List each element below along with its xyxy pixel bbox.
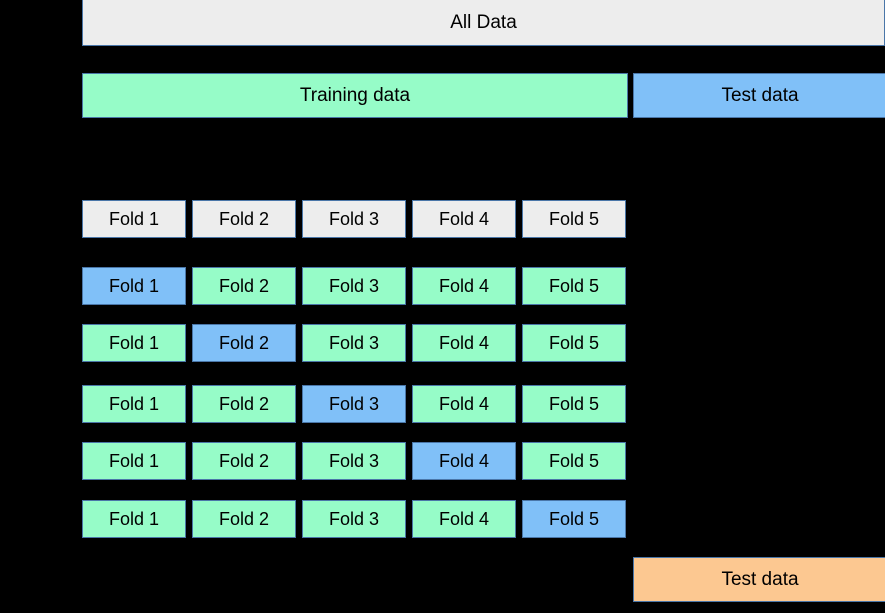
split-4-fold-5-train: Fold 5 <box>522 442 626 480</box>
split-2-fold-1-train: Fold 1 <box>82 324 186 362</box>
split-5-fold-4-train: Fold 4 <box>412 500 516 538</box>
split-3-fold-3-validation: Fold 3 <box>302 385 406 423</box>
training-data-banner: Training data <box>82 73 628 118</box>
split-4-fold-4-validation: Fold 4 <box>412 442 516 480</box>
split-2-fold-5-train: Fold 5 <box>522 324 626 362</box>
split-3-fold-4-train: Fold 4 <box>412 385 516 423</box>
split-5-fold-2-train: Fold 2 <box>192 500 296 538</box>
test-data-banner-bottom: Test data <box>633 557 885 602</box>
fold-header-cell-1: Fold 1 <box>82 200 186 238</box>
fold-header-cell-4: Fold 4 <box>412 200 516 238</box>
split-1-fold-4-train: Fold 4 <box>412 267 516 305</box>
split-4-fold-1-train: Fold 1 <box>82 442 186 480</box>
split-4-fold-2-train: Fold 2 <box>192 442 296 480</box>
split-1-fold-3-train: Fold 3 <box>302 267 406 305</box>
split-4-fold-3-train: Fold 3 <box>302 442 406 480</box>
split-5-fold-1-train: Fold 1 <box>82 500 186 538</box>
fold-header-cell-5: Fold 5 <box>522 200 626 238</box>
split-1-fold-1-validation: Fold 1 <box>82 267 186 305</box>
all-data-banner: All Data <box>82 0 885 46</box>
split-5-fold-3-train: Fold 3 <box>302 500 406 538</box>
fold-header-cell-3: Fold 3 <box>302 200 406 238</box>
test-data-banner-top: Test data <box>633 73 885 118</box>
split-1-fold-2-train: Fold 2 <box>192 267 296 305</box>
split-1-fold-5-train: Fold 5 <box>522 267 626 305</box>
split-2-fold-3-train: Fold 3 <box>302 324 406 362</box>
split-3-fold-2-train: Fold 2 <box>192 385 296 423</box>
split-5-fold-5-validation: Fold 5 <box>522 500 626 538</box>
split-2-fold-2-validation: Fold 2 <box>192 324 296 362</box>
split-3-fold-5-train: Fold 5 <box>522 385 626 423</box>
split-3-fold-1-train: Fold 1 <box>82 385 186 423</box>
split-2-fold-4-train: Fold 4 <box>412 324 516 362</box>
fold-header-cell-2: Fold 2 <box>192 200 296 238</box>
